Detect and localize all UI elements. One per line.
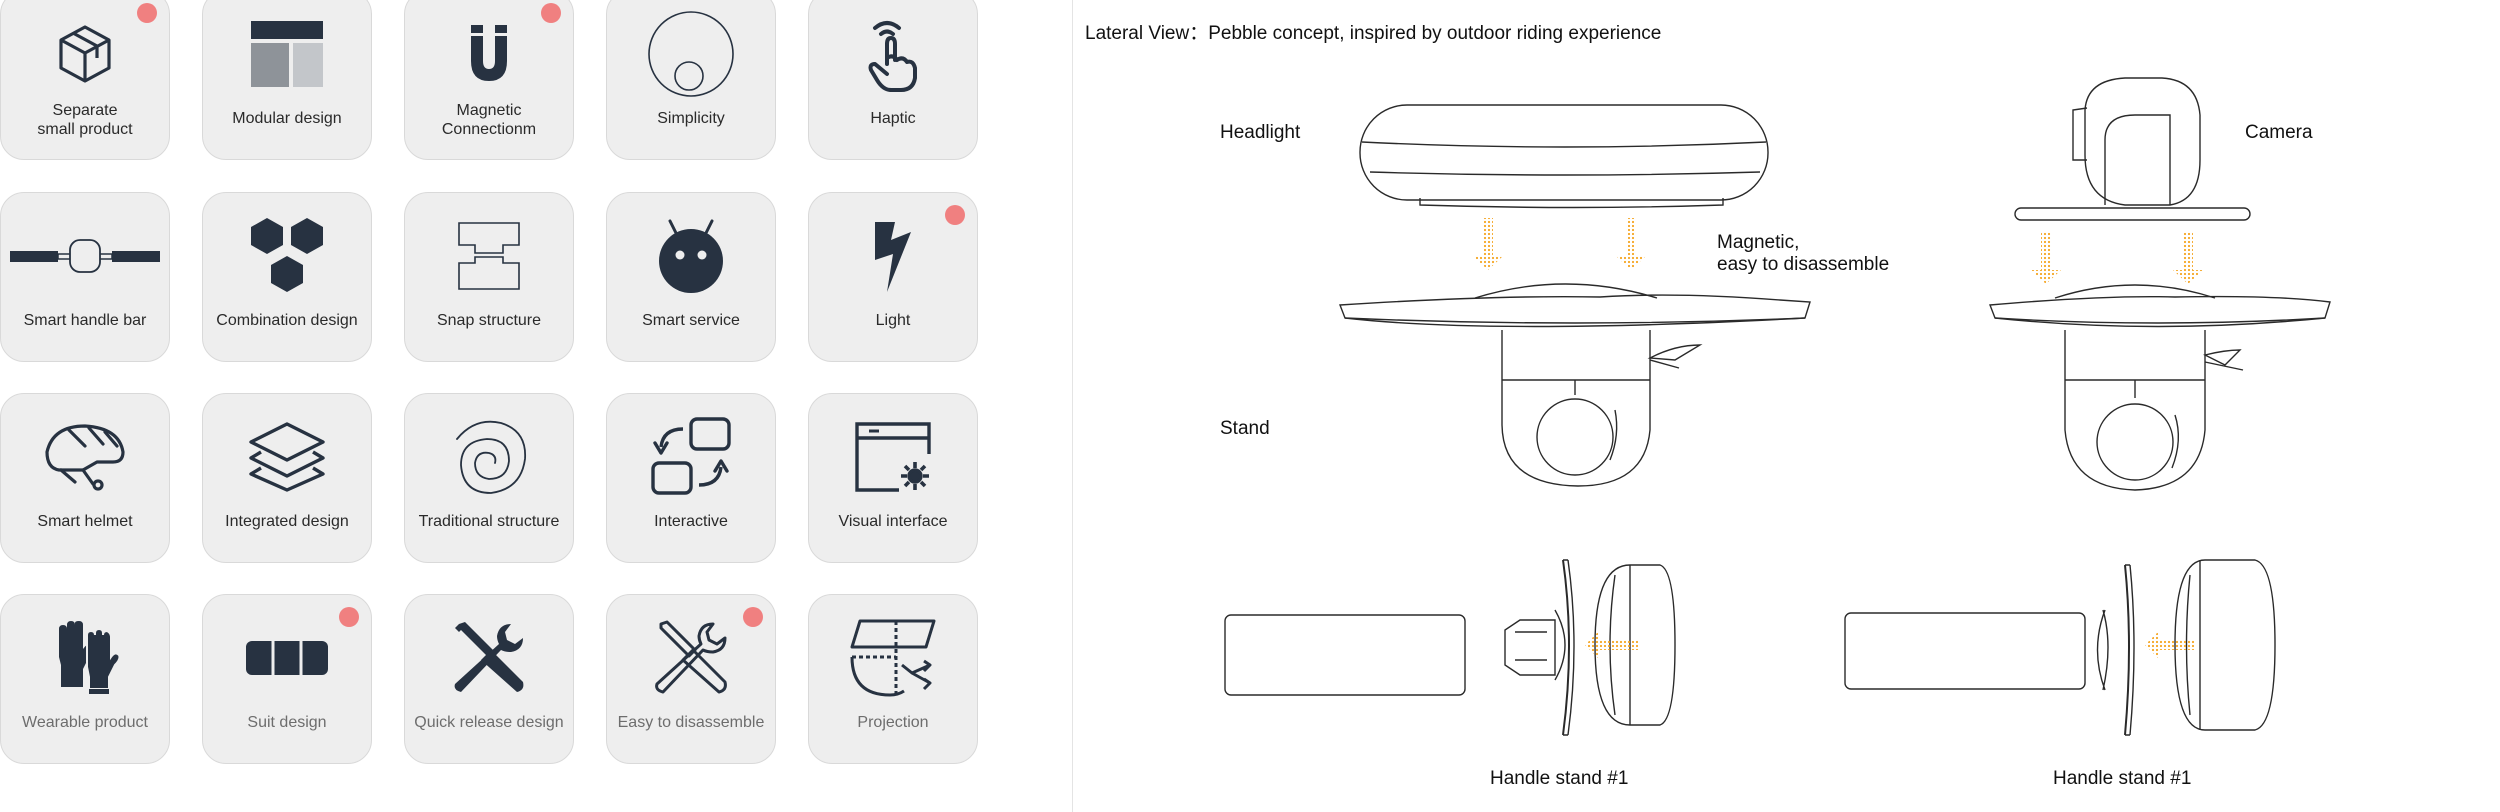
magnetic-label-line2: easy to disassemble — [1717, 254, 1890, 275]
feature-tile: Integrated design — [202, 393, 372, 563]
status-dot — [541, 3, 561, 23]
feature-tile-label: Magnetic Connectionm — [441, 102, 537, 138]
lateral-view-diagram: Lateral View：Pebble concept, inspired by… — [1075, 0, 2500, 812]
touch-hand-icon — [809, 0, 977, 116]
android-icon — [607, 193, 775, 318]
feature-tile-label: Projection — [857, 714, 929, 731]
feature-tile-label: Quick release design — [414, 714, 564, 731]
feature-tile: Simplicity — [606, 0, 776, 160]
circle-icon — [607, 0, 775, 116]
feature-tile: Quick release design — [404, 594, 574, 764]
feature-tile: Modular design — [202, 0, 372, 160]
feature-tile: Easy to disassemble — [606, 594, 776, 764]
lightning-icon — [809, 193, 977, 318]
feature-tile: Snap structure — [404, 192, 574, 362]
magnet-arrows-left — [1473, 218, 1646, 270]
feature-tile: Smart service — [606, 192, 776, 362]
magnet-arrows-right — [2031, 232, 2203, 284]
feature-tile-label: Easy to disassemble — [617, 714, 765, 731]
handle-stand-left-label: Handle stand #1 — [1490, 768, 1629, 789]
helmet-icon — [1, 394, 169, 519]
feature-tile: Suit design — [202, 594, 372, 764]
feature-tile-label: Snap structure — [436, 312, 542, 329]
feature-tile: Smart helmet — [0, 393, 170, 563]
gloves-icon — [1, 595, 169, 720]
stand-sketch-right — [1989, 284, 2331, 491]
status-dot — [137, 3, 157, 23]
feature-tile-label: Separate small product — [37, 102, 133, 138]
camera-label: Camera — [2245, 122, 2313, 143]
handle-arrow-right — [2145, 630, 2195, 660]
feature-tile: Magnetic Connectionm — [404, 0, 574, 160]
status-dot — [339, 607, 359, 627]
handle-stand-right — [1844, 559, 2276, 736]
feature-tile-label: Integrated design — [225, 513, 349, 530]
feature-tile: Smart handle bar — [0, 192, 170, 362]
feature-tile: Wearable product — [0, 594, 170, 764]
stand-sketch-left — [1339, 283, 1811, 487]
feature-tile-label: Haptic — [870, 110, 916, 127]
feature-tile: Traditional structure — [404, 393, 574, 563]
feature-tile-label: Visual interface — [838, 513, 948, 530]
snap-icon — [405, 193, 573, 318]
cube-icon — [1, 0, 169, 116]
icon-grid: Separate small product Modular design Magn… — [0, 0, 1070, 812]
handle-arrow-left — [1585, 630, 1640, 660]
status-dot — [945, 205, 965, 225]
tools-icon — [405, 595, 573, 720]
magnetic-label-line1: Magnetic, — [1717, 232, 1800, 253]
feature-tile: Haptic — [808, 0, 978, 160]
feature-tile: Separate small product — [0, 0, 170, 160]
product-sketch — [1224, 77, 2331, 736]
camera-sketch — [2014, 77, 2251, 221]
hexagons-icon — [203, 193, 371, 318]
feature-tile: Visual interface — [808, 393, 978, 563]
headlight-label: Headlight — [1220, 122, 1301, 143]
status-dot — [743, 607, 763, 627]
tools-outline-icon — [607, 595, 775, 720]
interactive-icon — [607, 394, 775, 519]
feature-tile-label: Traditional structure — [418, 513, 560, 530]
feature-tile-label: Wearable product — [22, 714, 148, 731]
feature-tile: Combination design — [202, 192, 372, 362]
feature-tile: Projection — [808, 594, 978, 764]
divider — [1072, 0, 1073, 812]
feature-tile-label: Light — [875, 312, 911, 329]
spiral-icon — [405, 394, 573, 519]
feature-tile-label: Smart handle bar — [23, 312, 147, 329]
stand-label: Stand — [1220, 418, 1270, 439]
magnet-icon — [405, 0, 573, 116]
projection-icon — [809, 595, 977, 720]
feature-tile-label: Combination design — [216, 312, 358, 329]
feature-tile-label: Modular design — [232, 110, 342, 127]
feature-tile-label: Smart service — [642, 312, 740, 329]
modular-layout-icon — [203, 0, 371, 116]
suit-blocks-icon — [203, 595, 371, 720]
feature-tile-label: Smart helmet — [37, 513, 133, 530]
headlight-sketch — [1359, 104, 1769, 209]
feature-tile: Light — [808, 192, 978, 362]
feature-tile-label: Suit design — [247, 714, 327, 731]
window-gear-icon — [809, 394, 977, 519]
diagram-title: Lateral View：Pebble concept, inspired by… — [1085, 23, 1662, 44]
handlebar-icon — [1, 193, 169, 318]
feature-tile: Interactive — [606, 393, 776, 563]
layers-icon — [203, 394, 371, 519]
handle-stand-right-label: Handle stand #1 — [2053, 768, 2192, 789]
feature-tile-label: Simplicity — [657, 110, 725, 127]
feature-tile-label: Interactive — [654, 513, 728, 530]
